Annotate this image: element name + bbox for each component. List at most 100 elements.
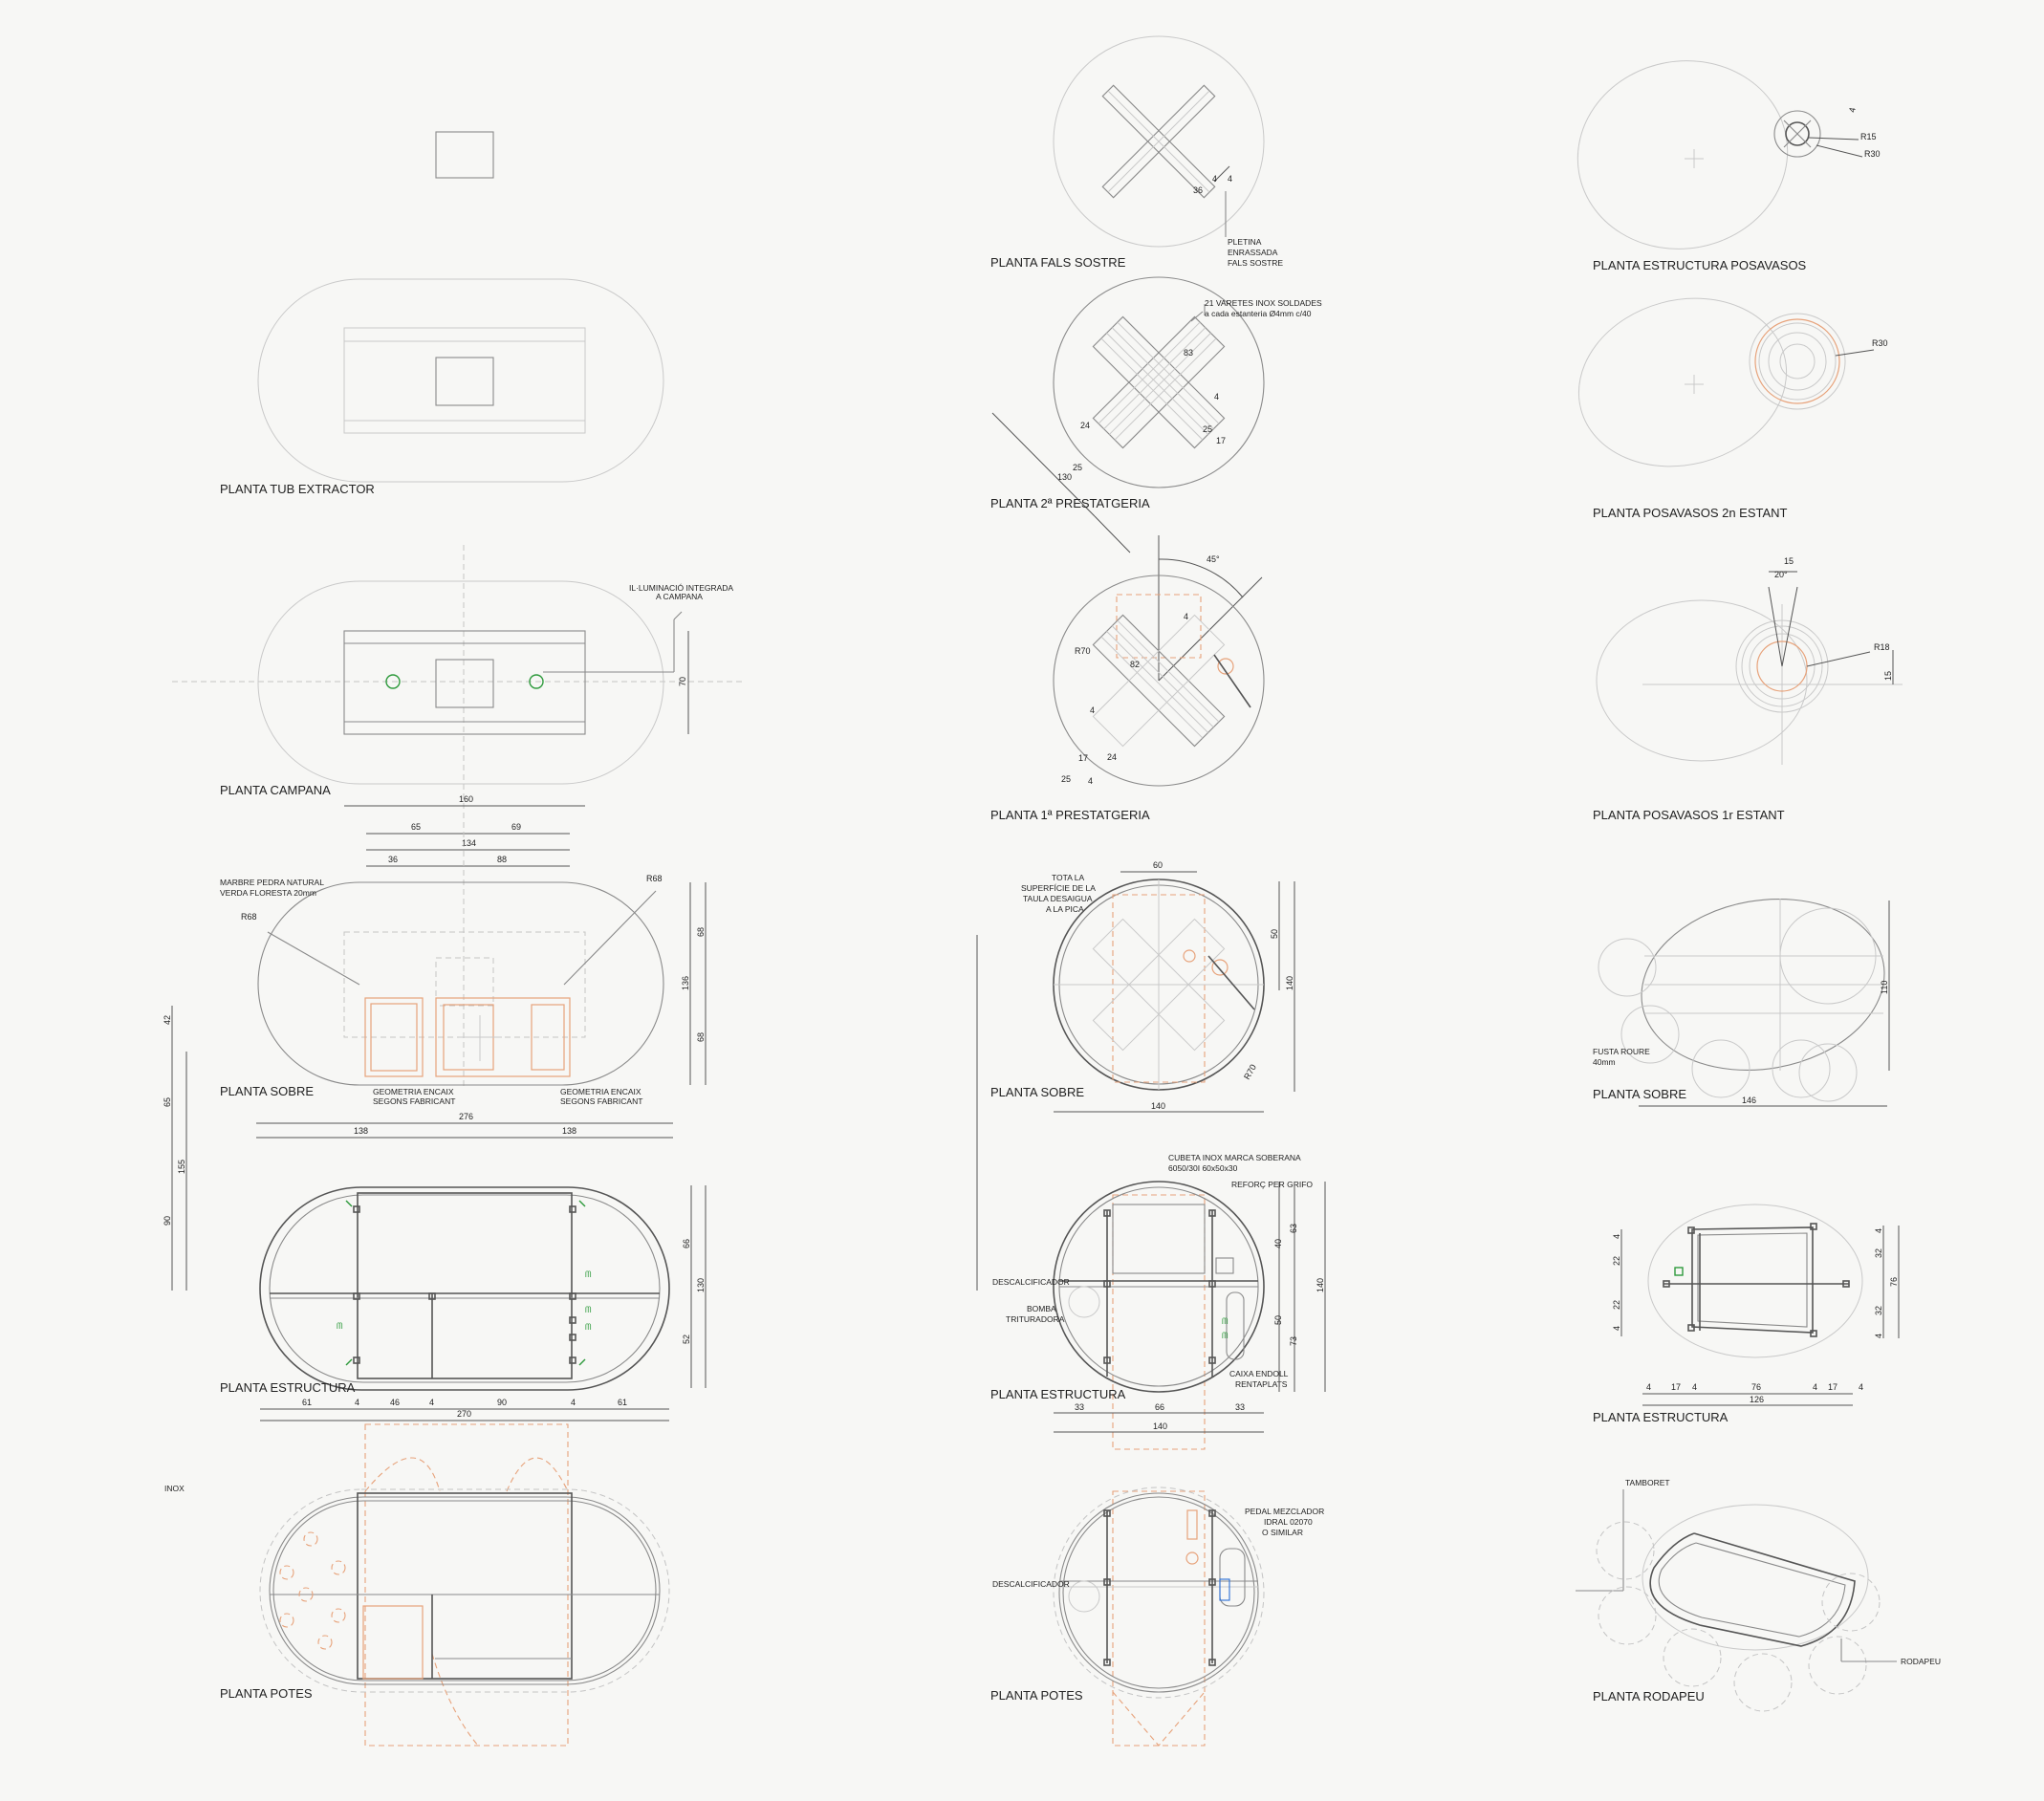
dim-140-c: 140	[1316, 1278, 1325, 1292]
title-estructura-left: PLANTA ESTRUCTURA	[220, 1380, 356, 1395]
dim-20-deg: 20°	[1774, 570, 1788, 579]
title-prestatgeria-1: PLANTA 1ª PRESTATGERIA	[990, 808, 1150, 822]
dim-15: 15	[1784, 556, 1794, 566]
dim-4-q: 4	[1813, 1382, 1817, 1392]
drawing-fals-sostre: 36 4 4 PLETINA ENRASSADA FALS SOSTRE PLA…	[990, 35, 1283, 270]
dim-4-c: 4	[571, 1398, 576, 1407]
dim-138-b: 138	[562, 1126, 576, 1136]
dim-4-j: 4	[1847, 107, 1858, 114]
dim-33-a: 33	[1075, 1402, 1084, 1412]
dim-17-d: 17	[1828, 1382, 1837, 1392]
dim-4-p: 4	[1692, 1382, 1697, 1392]
dim-4-k: 4	[1612, 1234, 1621, 1239]
dim-126: 126	[1750, 1395, 1764, 1404]
note-pletina-2: ENRASSADA	[1228, 248, 1278, 257]
drawing-prestatgeria-2: 21 VARETES INOX SOLDADES a cada estanter…	[990, 276, 1322, 553]
bracket-marker-2: ᗰ	[585, 1305, 592, 1314]
dim-110: 110	[1880, 981, 1889, 994]
title-sobre-left: PLANTA SOBRE	[220, 1084, 314, 1098]
note-caixa-1: CAIXA ENDOLL	[1229, 1369, 1289, 1378]
dim-r68-a: R68	[241, 912, 257, 922]
dim-4-l: 4	[1612, 1326, 1621, 1331]
title-sobre-mid: PLANTA SOBRE	[990, 1085, 1084, 1099]
dim-63: 63	[1289, 1224, 1298, 1233]
dim-140-b: 140	[1151, 1101, 1165, 1111]
dim-70: 70	[678, 677, 687, 686]
note-tota-2: SUPERFÍCIE DE LA	[1021, 883, 1096, 893]
dim-4-m: 4	[1874, 1228, 1883, 1233]
dim-4-o: 4	[1646, 1382, 1651, 1392]
dim-r70: R70	[1075, 646, 1091, 656]
dim-69: 69	[511, 822, 521, 832]
bracket-marker-5: ᗰ	[1222, 1316, 1229, 1326]
drawing-potes-mid: PEDAL MEZCLADOR IDRAL 02070 O SIMILAR DE…	[990, 1486, 1324, 1747]
dim-4-g: 4	[1184, 612, 1188, 621]
drawing-estructura-mid: CUBETA INOX MARCA SOBERANA 6050/30I 60x5…	[990, 1153, 1326, 1450]
dim-138-a: 138	[354, 1126, 368, 1136]
dim-68-b: 68	[696, 1032, 706, 1042]
dim-24-b: 24	[1107, 752, 1117, 762]
dim-61-a: 61	[302, 1398, 312, 1407]
note-marbre-2: VERDA FLORESTA 20mm	[220, 888, 316, 898]
note-tota-4: A LA PICA	[1046, 904, 1084, 914]
drawing-prestatgeria-1: 45° R70 82 4 4 17 24 25 4 PLANTA 1ª PRES…	[990, 535, 1265, 822]
dim-r30: R30	[1864, 149, 1881, 159]
dim-83: 83	[1184, 348, 1193, 358]
note-pedal-1: PEDAL MEZCLADOR	[1245, 1507, 1324, 1516]
dim-4-h: 4	[1090, 705, 1095, 715]
dim-46: 46	[390, 1398, 400, 1407]
dim-76-b: 76	[1751, 1382, 1761, 1392]
drawing-sobre-right: FUSTA ROURE 40mm 110 PLANTA SOBRE 146	[1593, 898, 1890, 1107]
note-tota-1: TOTA LA	[1052, 873, 1085, 882]
dim-160: 160	[459, 794, 473, 804]
drawing-tub-extractor: PLANTA TUB EXTRACTOR	[220, 131, 664, 496]
dim-73: 73	[1289, 1336, 1298, 1346]
dim-88: 88	[497, 855, 507, 864]
dim-61-b: 61	[618, 1398, 627, 1407]
dim-140-a: 140	[1285, 976, 1294, 990]
dim-155: 155	[177, 1160, 186, 1174]
dim-4-i: 4	[1088, 776, 1093, 786]
dim-50: 50	[1270, 929, 1279, 939]
dim-25-a: 25	[1203, 424, 1212, 434]
title-potes-left: PLANTA POTES	[220, 1686, 313, 1701]
note-fusta-1: FUSTA ROURE	[1593, 1047, 1650, 1056]
dim-32-b: 32	[1874, 1306, 1883, 1315]
dim-134: 134	[462, 838, 476, 848]
dim-24: 24	[1080, 421, 1090, 430]
drawing-estructura-posavasos: R15 R30 4 PLANTA ESTRUCTURA POSAVASOS	[1576, 60, 1881, 272]
dim-60: 60	[1153, 860, 1163, 870]
title-estructura-right: PLANTA ESTRUCTURA	[1593, 1410, 1729, 1424]
dim-4-a: 4	[355, 1398, 359, 1407]
dim-65: 65	[411, 822, 421, 832]
dim-22-b: 22	[1612, 1300, 1621, 1310]
note-inox: INOX	[164, 1484, 185, 1493]
drawing-rodapeu: TAMBORET RODAPEU PLANTA RODAPEU	[1576, 1478, 1941, 1712]
drawing-sobre-left: 160 65 69 134 36 88 MARBRE PEDRA NATURAL…	[163, 794, 707, 1291]
note-cubeta-2: 6050/30I 60x50x30	[1168, 1163, 1238, 1173]
title-posavasos-2: PLANTA POSAVASOS 2n ESTANT	[1593, 506, 1788, 520]
dim-270: 270	[457, 1409, 471, 1419]
dim-68-a: 68	[696, 927, 706, 937]
dim-4-d: 4	[1212, 174, 1217, 184]
note-bomba-1: BOMBA	[1027, 1304, 1056, 1313]
dim-17-b: 17	[1078, 753, 1088, 763]
dim-25-b: 25	[1073, 463, 1082, 472]
title-prestatgeria-2: PLANTA 2ª PRESTATGERIA	[990, 496, 1150, 510]
dim-276: 276	[459, 1112, 473, 1121]
dim-4-e: 4	[1228, 174, 1232, 184]
dim-136: 136	[681, 976, 690, 990]
note-pletina-3: FALS SOSTRE	[1228, 258, 1283, 268]
note-illuminacio-1: IL·LUMINACIÓ INTEGRADA	[629, 583, 733, 593]
note-pedal-3: O SIMILAR	[1262, 1528, 1303, 1537]
dim-66-b: 66	[1155, 1402, 1164, 1412]
dim-140-d: 140	[1153, 1421, 1167, 1431]
dim-50-b: 50	[1273, 1315, 1283, 1325]
dim-45-deg: 45°	[1207, 554, 1220, 564]
dim-90: 90	[163, 1216, 172, 1226]
dim-22-a: 22	[1612, 1256, 1621, 1266]
note-pedal-2: IDRAL 02070	[1264, 1517, 1313, 1527]
title-rodapeu: PLANTA RODAPEU	[1593, 1689, 1705, 1703]
note-cubeta-1: CUBETA INOX MARCA SOBERANA	[1168, 1153, 1301, 1162]
